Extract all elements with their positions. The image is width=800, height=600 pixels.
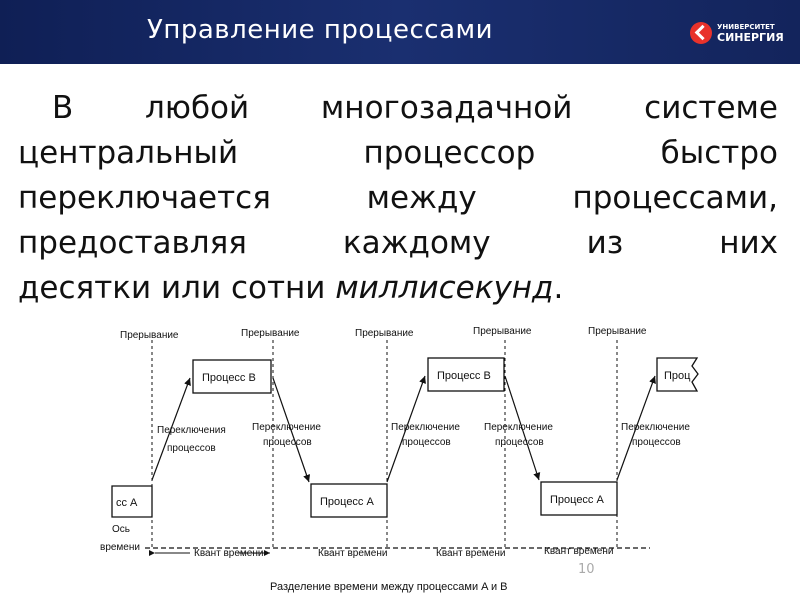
- switch-arrow: [386, 375, 426, 483]
- body-line-5: десятки или сотни миллисекунд.: [18, 266, 778, 311]
- switch-arrow: [616, 375, 656, 481]
- interrupt-label: Прерывание: [588, 326, 647, 337]
- body-line-5-text: десятки или сотни миллисекунд.: [18, 266, 563, 311]
- time-sharing-diagram: Прерывание Прерывание Прерывание Прерыва…: [100, 326, 699, 593]
- word: процессор: [363, 135, 536, 171]
- word: между: [366, 180, 477, 216]
- switch-arrow: [272, 377, 311, 483]
- quantum-label: Квант времени: [544, 546, 613, 557]
- switch-label: процессов: [402, 437, 451, 448]
- word: быстро: [660, 135, 778, 171]
- word: переключается: [18, 180, 271, 216]
- slide-body-text: В любой многозадачной системе центральны…: [18, 86, 778, 311]
- word: системе: [644, 90, 778, 126]
- logo-text-bottom: СИНЕРГИЯ: [717, 31, 784, 44]
- word: из: [586, 225, 624, 261]
- period: .: [553, 270, 564, 306]
- slide-title: Управление процессами: [147, 15, 494, 45]
- process-box-b: [192, 359, 272, 394]
- process-box-a: [540, 481, 618, 516]
- word: процессами,: [572, 180, 778, 216]
- switch-arrow: [151, 377, 191, 481]
- logo-text-top: УНИВЕРСИТЕТ: [717, 23, 775, 31]
- quantum-label: Квант времени: [194, 548, 263, 559]
- process-box-a: [310, 483, 388, 518]
- word: них: [719, 225, 778, 261]
- university-logo: УНИВЕРСИТЕТ СИНЕРГИЯ: [690, 20, 790, 46]
- quantum-label: Квант времени: [318, 548, 387, 559]
- process-label-b: Процесс B: [437, 370, 491, 382]
- process-label-a-partial: сс A: [116, 497, 138, 509]
- body-line-4: предоставляя каждому из них: [18, 221, 778, 266]
- quantum-label: Квант времени: [436, 548, 505, 559]
- process-label-a: Процесс A: [550, 494, 604, 506]
- body-line-1: В любой многозадачной системе: [18, 86, 778, 131]
- switch-label: процессов: [263, 437, 312, 448]
- process-label-b-partial: Проц: [664, 370, 691, 382]
- body-line-3: переключается между процессами,: [18, 176, 778, 221]
- switch-label: Переключение: [391, 422, 460, 433]
- word: многозадачной: [320, 90, 573, 126]
- body-line-2: центральный процессор быстро: [18, 131, 778, 176]
- interrupt-label: Прерывание: [241, 328, 300, 339]
- word: десятки или сотни: [18, 270, 326, 306]
- interrupt-label: Прерывание: [473, 326, 532, 337]
- interrupt-label: Прерывание: [355, 328, 414, 339]
- slide-number: 10: [578, 562, 595, 577]
- word: каждому: [342, 225, 491, 261]
- switch-label: Переключение: [252, 422, 321, 433]
- switch-label: процессов: [495, 437, 544, 448]
- process-label-a: Процесс A: [320, 496, 374, 508]
- word: предоставляя: [18, 225, 247, 261]
- diagram-caption: Разделение времени между процессами A и …: [270, 581, 507, 593]
- process-label-b: Процесс B: [202, 372, 256, 384]
- logo-mark-icon: [690, 22, 712, 44]
- word: центральный: [18, 135, 239, 171]
- interrupt-label: Прерывание: [120, 330, 179, 341]
- word: любой: [145, 90, 250, 126]
- switch-label: процессов: [167, 443, 216, 454]
- slide-header: Управление процессами УНИВЕРСИТЕТ СИНЕРГ…: [0, 0, 800, 64]
- axis-label: Ось: [112, 524, 130, 535]
- process-box-a-partial: [111, 485, 153, 518]
- axis-label: времени: [100, 542, 140, 553]
- process-box-b: [427, 357, 505, 392]
- switch-label: процессов: [632, 437, 681, 448]
- italic-word: миллисекунд: [335, 270, 554, 306]
- switch-arrow: [504, 375, 541, 481]
- switch-label: Переключения: [157, 425, 226, 436]
- process-box-b-partial: [656, 357, 699, 392]
- switch-label: Переключение: [484, 422, 553, 433]
- word: В: [52, 90, 74, 126]
- switch-label: Переключение: [621, 422, 690, 433]
